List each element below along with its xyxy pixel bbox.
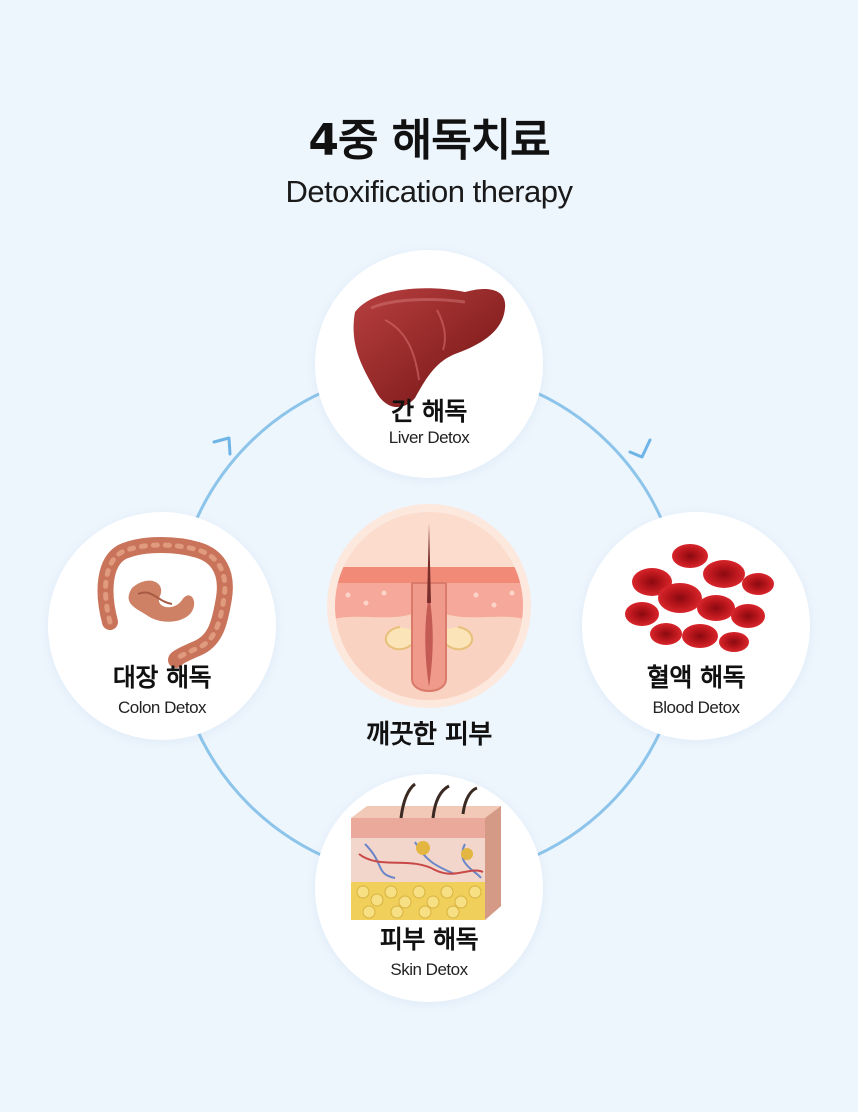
arrow-liver-to-blood-icon [628,438,652,459]
node-colon-detox: 대장 해독 Colon Detox [48,512,276,740]
node-liver-subtitle: Liver Detox [388,428,470,447]
node-blood-title: 혈액 해독 [646,663,746,692]
node-skin-title: 피부 해독 [379,925,479,954]
center-label: 깨끗한 피부 [366,720,492,750]
page-subtitle: Detoxification therapy [285,174,573,209]
node-blood-detox: 혈액 해독 Blood Detox [582,512,810,740]
colon-icon [97,537,233,668]
node-liver-title: 간 해독 [391,397,467,426]
page-title: 4중 해독치료 [308,115,550,166]
node-skin-subtitle: Skin Detox [390,960,468,979]
node-colon-title: 대장 해독 [112,663,212,692]
node-colon-subtitle: Colon Detox [117,698,207,717]
skin-layers-icon [351,782,501,920]
red-blood-cells-icon [625,544,774,652]
node-skin-detox: 피부 해독 Skin Detox [315,774,543,1002]
liver-icon [353,288,506,408]
node-liver-detox: 간 해독 Liver Detox [315,250,543,478]
arrow-colon-to-liver-icon [212,436,232,456]
node-blood-subtitle: Blood Detox [652,698,740,717]
clean-skin-illustration [327,504,531,708]
